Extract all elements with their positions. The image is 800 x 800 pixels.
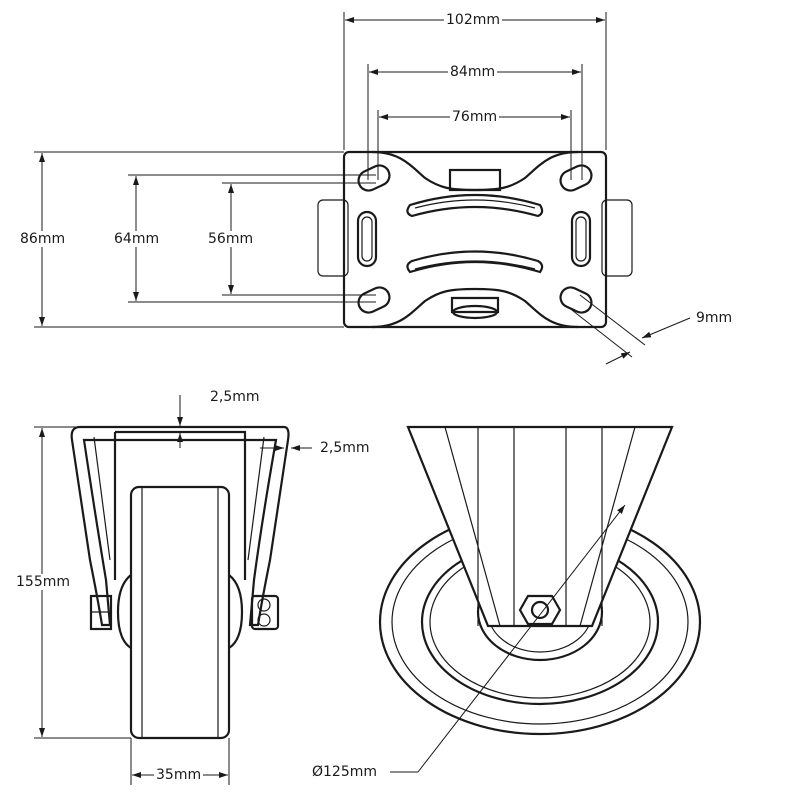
front-view xyxy=(378,425,702,736)
dim-hole-spacing-inner: 76mm xyxy=(450,109,500,125)
dim-bracket-thickness: 2,5mm xyxy=(318,440,372,456)
dim-wheel-diameter: Ø125mm xyxy=(310,764,380,780)
dim-hole-spacing-outer: 84mm xyxy=(448,64,498,80)
dim-overall-depth: 86mm xyxy=(18,231,68,247)
dim-total-height: 155mm xyxy=(14,574,72,590)
dim-overall-width: 102mm xyxy=(444,12,502,28)
dim-plate-thickness: 2,5mm xyxy=(208,389,262,405)
dim-hole-depth-inner: 56mm xyxy=(206,231,256,247)
front-view-dimensions xyxy=(390,504,626,773)
dim-slot-width: 9mm xyxy=(694,310,735,326)
dim-wheel-width: 35mm xyxy=(154,767,204,783)
dim-hole-depth-outer: 64mm xyxy=(112,231,162,247)
side-view-dimensions xyxy=(34,395,312,785)
side-view xyxy=(70,425,290,740)
top-view-plate xyxy=(317,150,633,329)
